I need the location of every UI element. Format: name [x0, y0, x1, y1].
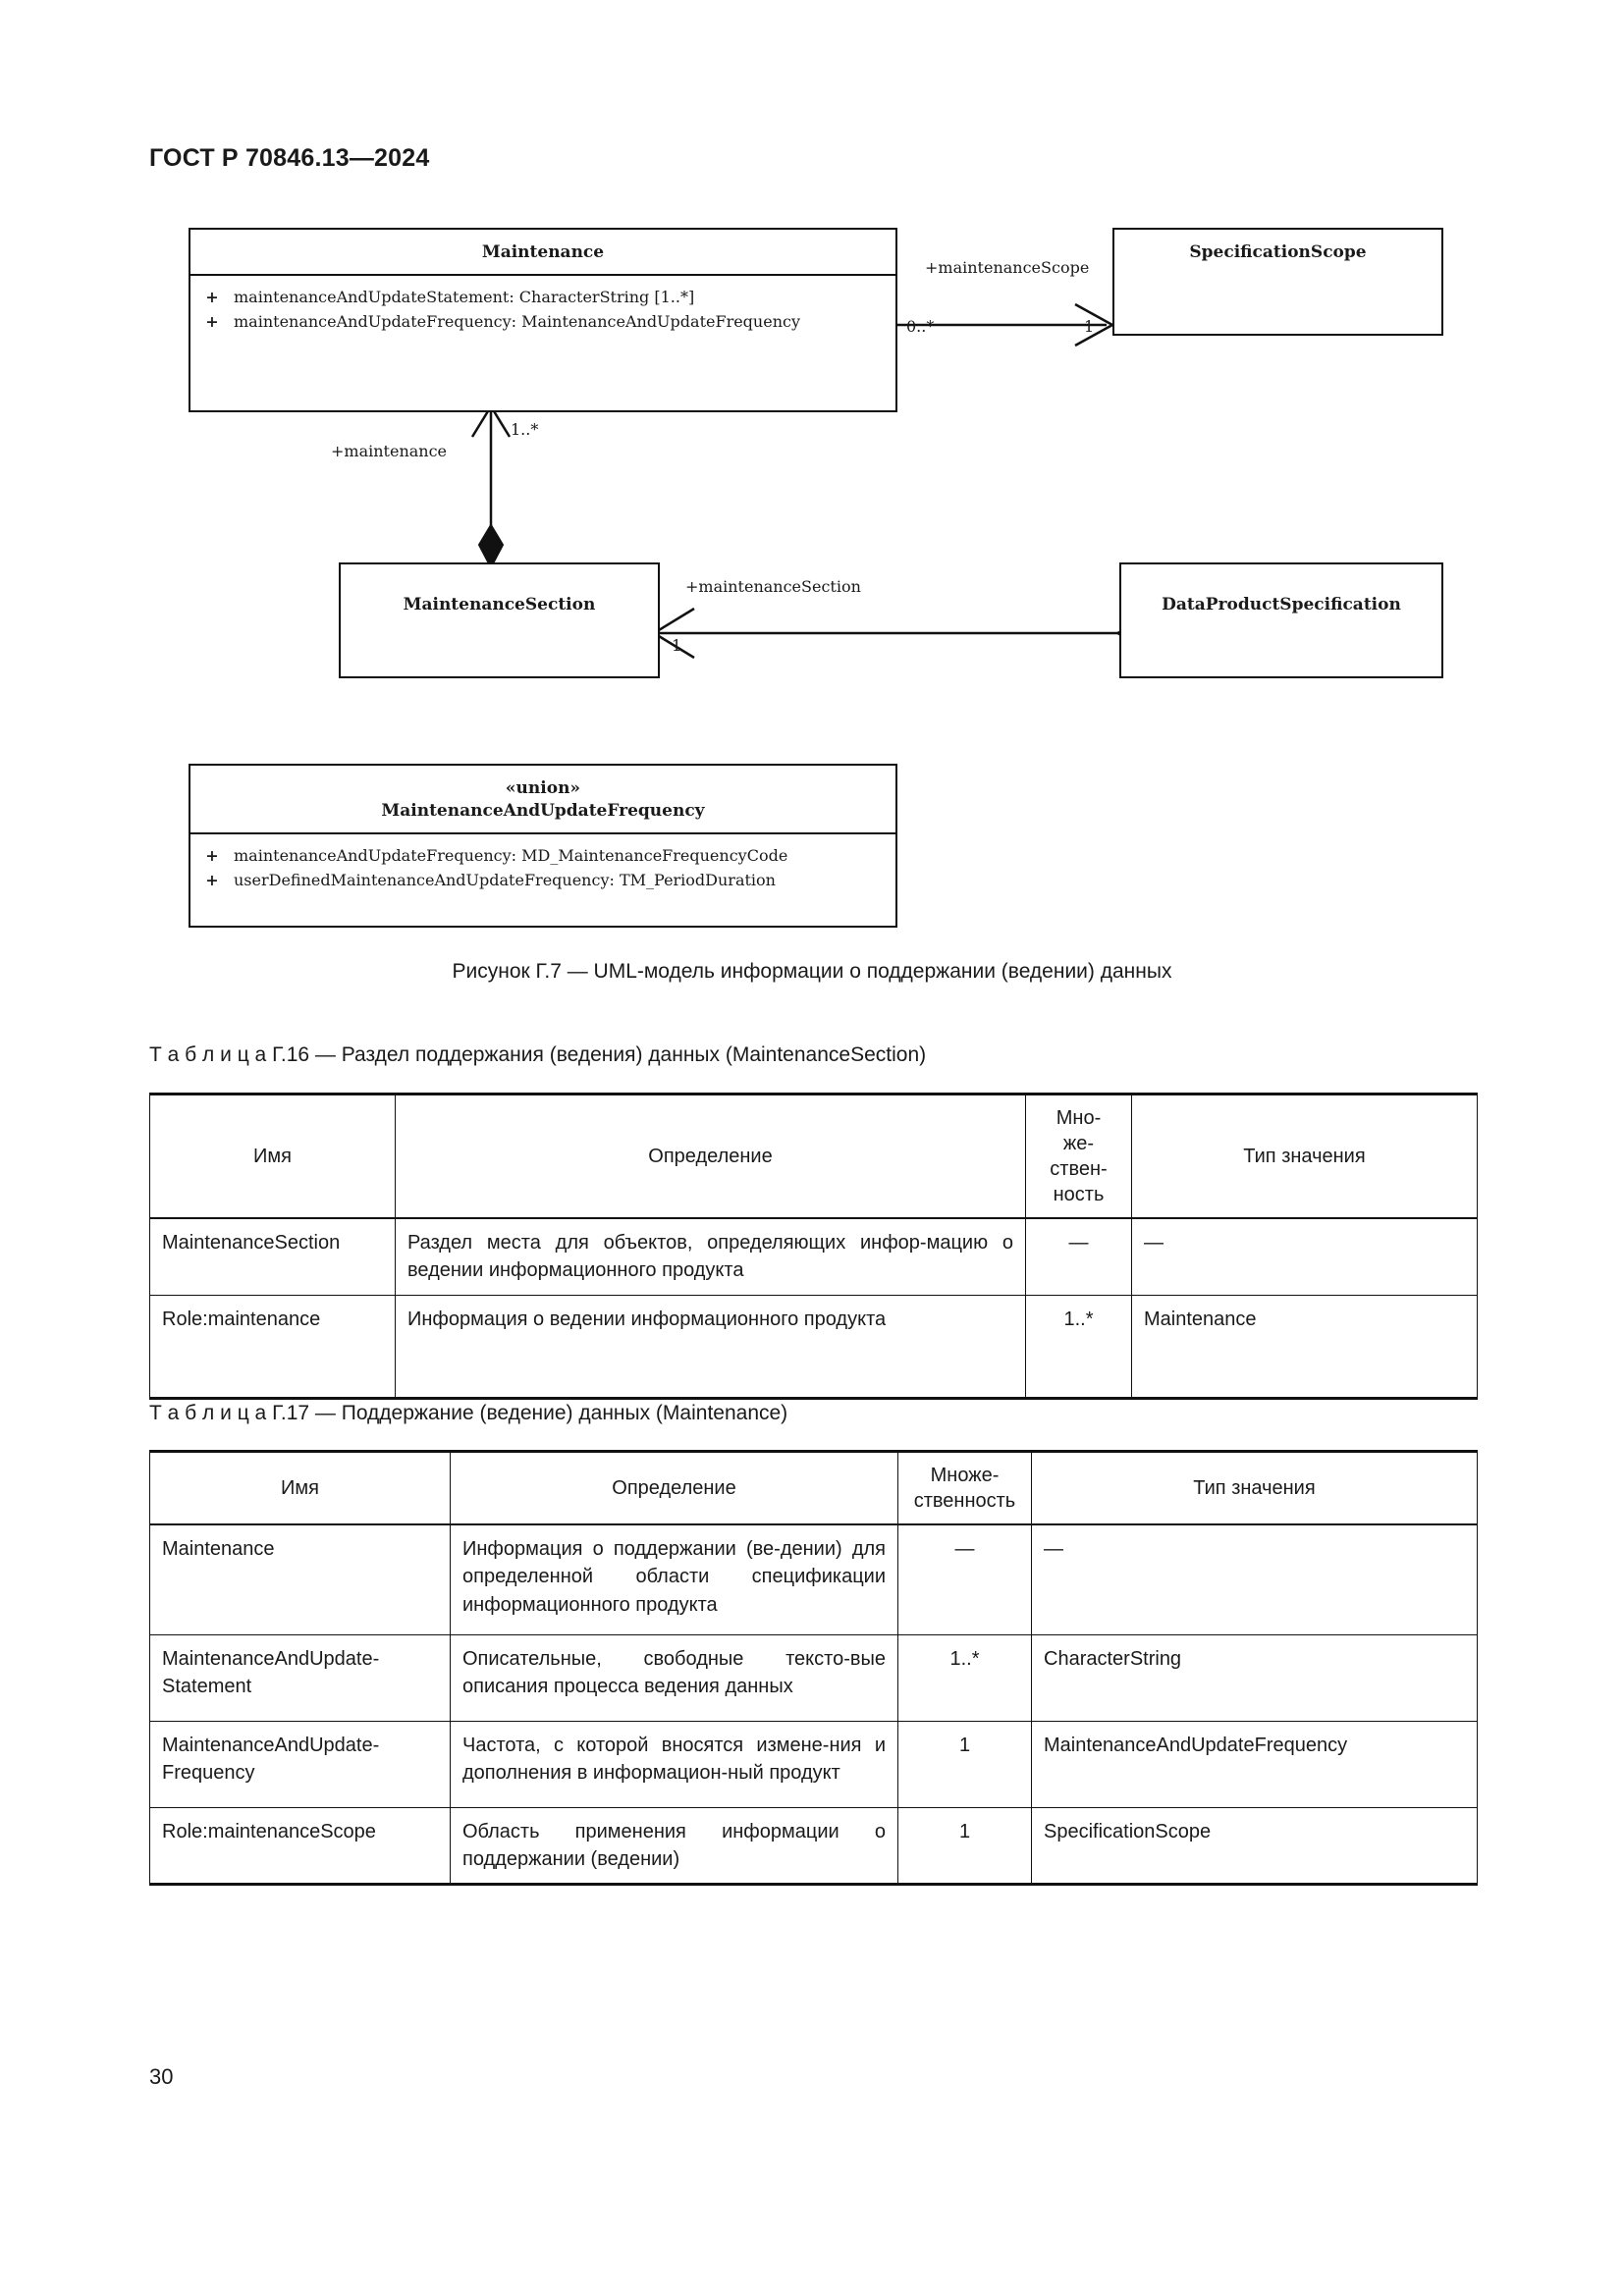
- uml-class-name: MaintenanceAndUpdateFrequency: [381, 800, 705, 821]
- uml-attribute: + maintenanceAndUpdateFrequency: MD_Main…: [190, 844, 895, 869]
- column-header-type: Тип значения: [1031, 1450, 1478, 1525]
- cell-multiplicity: —: [1025, 1217, 1132, 1296]
- column-header-multiplicity: Мно- же- ствен- ность: [1025, 1093, 1132, 1219]
- table-header-row: Имя Определение Множе- ственность Тип зн…: [149, 1450, 1478, 1525]
- uml-stereotype: «union»: [505, 778, 581, 798]
- header-line: Множе-: [930, 1465, 1000, 1486]
- table-g17: Имя Определение Множе- ственность Тип зн…: [149, 1450, 1478, 1887]
- column-header-name: Имя: [149, 1450, 451, 1525]
- uml-class-title-block: «union» MaintenanceAndUpdateFrequency: [190, 766, 895, 834]
- cell-multiplicity: 1..*: [897, 1633, 1032, 1722]
- cell-definition: Информация о ведении информационного про…: [395, 1294, 1026, 1400]
- cell-multiplicity: 1: [897, 1720, 1032, 1808]
- header-line: Мно-: [1056, 1107, 1102, 1129]
- cell-type: CharacterString: [1031, 1633, 1478, 1722]
- association-role-maintenancescope: +maintenanceScope: [925, 258, 1090, 277]
- table-row: MaintenanceSection Раздел места для объе…: [149, 1217, 1478, 1296]
- document-header-standard-number: ГОСТ Р 70846.13—2024: [149, 144, 430, 172]
- visibility-marker: +: [205, 287, 219, 306]
- table-row: Role:maintenance Информация о ведении ин…: [149, 1294, 1478, 1400]
- multiplicity-maintenancesection-end: 1: [672, 636, 682, 655]
- table-header-row: Имя Определение Мно- же- ствен- ность Ти…: [149, 1093, 1478, 1219]
- uml-class-title: Maintenance: [190, 230, 895, 276]
- header-line: ственность: [913, 1490, 1016, 1512]
- multiplicity-maintenance-side: 0..*: [906, 317, 935, 336]
- cell-type: SpecificationScope: [1031, 1806, 1478, 1887]
- cell-definition: Область применения информации о поддержа…: [450, 1806, 898, 1887]
- association-role-maintenancesection: +maintenanceSection: [685, 577, 861, 596]
- column-header-name: Имя: [149, 1093, 396, 1219]
- figure-caption: Рисунок Г.7 — UML-модель информации о по…: [452, 960, 1172, 983]
- table-g17-caption: Т а б л и ц а Г.17 — Поддержание (ведени…: [149, 1402, 788, 1424]
- uml-attribute: + userDefinedMaintenanceAndUpdateFrequen…: [190, 869, 895, 893]
- multiplicity-maintenance-end: 1..*: [511, 420, 539, 439]
- cell-name: MaintenanceSection: [149, 1217, 396, 1296]
- cell-type: —: [1131, 1217, 1478, 1296]
- table-row: Maintenance Информация о поддержании (ве…: [149, 1523, 1478, 1635]
- uml-class-title: DataProductSpecification: [1162, 595, 1401, 614]
- attribute-text: maintenanceAndUpdateFrequency: MD_Mainte…: [234, 845, 788, 865]
- cell-definition: Информация о поддержании (ве-дении) для …: [450, 1523, 898, 1635]
- uml-class-dataproductspecification: DataProductSpecification: [1119, 562, 1443, 678]
- uml-class-title: MaintenanceSection: [403, 595, 596, 614]
- page-number: 30: [149, 2064, 174, 2089]
- uml-class-maintenancesection: MaintenanceSection: [339, 562, 660, 678]
- association-role-maintenance: +maintenance: [331, 442, 448, 460]
- header-line: ствен-: [1050, 1158, 1108, 1180]
- cell-multiplicity: 1..*: [1025, 1294, 1132, 1400]
- uml-attribute-list: + maintenanceAndUpdateFrequency: MD_Main…: [190, 834, 895, 893]
- table-row: MaintenanceAndUpdate-Statement Описатель…: [149, 1633, 1478, 1722]
- cell-name: MaintenanceAndUpdate-Statement: [149, 1633, 451, 1722]
- cell-type: MaintenanceAndUpdateFrequency: [1031, 1720, 1478, 1808]
- attribute-text: maintenanceAndUpdateStatement: Character…: [234, 287, 695, 306]
- visibility-marker: +: [205, 845, 219, 865]
- cell-multiplicity: 1: [897, 1806, 1032, 1887]
- uml-class-title: SpecificationScope: [1189, 242, 1367, 262]
- uml-class-specificationscope: SpecificationScope: [1112, 228, 1443, 336]
- cell-name: Maintenance: [149, 1523, 451, 1635]
- cell-definition: Раздел места для объектов, определяющих …: [395, 1217, 1026, 1296]
- cell-type: Maintenance: [1131, 1294, 1478, 1400]
- cell-name: Role:maintenance: [149, 1294, 396, 1400]
- table-row: Role:maintenanceScope Область применения…: [149, 1806, 1478, 1887]
- column-header-multiplicity: Множе- ственность: [897, 1450, 1032, 1525]
- table-g16-caption: Т а б л и ц а Г.16 — Раздел поддержания …: [149, 1043, 927, 1066]
- header-line: ность: [1053, 1184, 1105, 1205]
- column-header-definition: Определение: [395, 1093, 1026, 1219]
- multiplicity-specificationscope-side: 1: [1084, 317, 1095, 336]
- table-g16: Имя Определение Мно- же- ствен- ность Ти…: [149, 1093, 1478, 1400]
- cell-name: MaintenanceAndUpdate-Frequency: [149, 1720, 451, 1808]
- header-line: же-: [1062, 1133, 1095, 1154]
- attribute-text: maintenanceAndUpdateFrequency: Maintenan…: [234, 311, 800, 331]
- column-header-type: Тип значения: [1131, 1093, 1478, 1219]
- visibility-marker: +: [205, 870, 219, 889]
- uml-attribute: + maintenanceAndUpdateStatement: Charact…: [190, 286, 895, 310]
- uml-class-maintenanceandupdatefrequency: «union» MaintenanceAndUpdateFrequency + …: [189, 764, 897, 928]
- cell-multiplicity: —: [897, 1523, 1032, 1635]
- uml-attribute-list: + maintenanceAndUpdateStatement: Charact…: [190, 276, 895, 335]
- visibility-marker: +: [205, 311, 219, 331]
- column-header-definition: Определение: [450, 1450, 898, 1525]
- uml-attribute: + maintenanceAndUpdateFrequency: Mainten…: [190, 310, 895, 335]
- attribute-text: userDefinedMaintenanceAndUpdateFrequency…: [234, 870, 776, 889]
- table-row: MaintenanceAndUpdate-Frequency Частота, …: [149, 1720, 1478, 1808]
- cell-definition: Описательные, свободные тексто-вые описа…: [450, 1633, 898, 1722]
- uml-class-maintenance: Maintenance + maintenanceAndUpdateStatem…: [189, 228, 897, 412]
- cell-definition: Частота, с которой вносятся измене-ния и…: [450, 1720, 898, 1808]
- cell-type: —: [1031, 1523, 1478, 1635]
- cell-name: Role:maintenanceScope: [149, 1806, 451, 1887]
